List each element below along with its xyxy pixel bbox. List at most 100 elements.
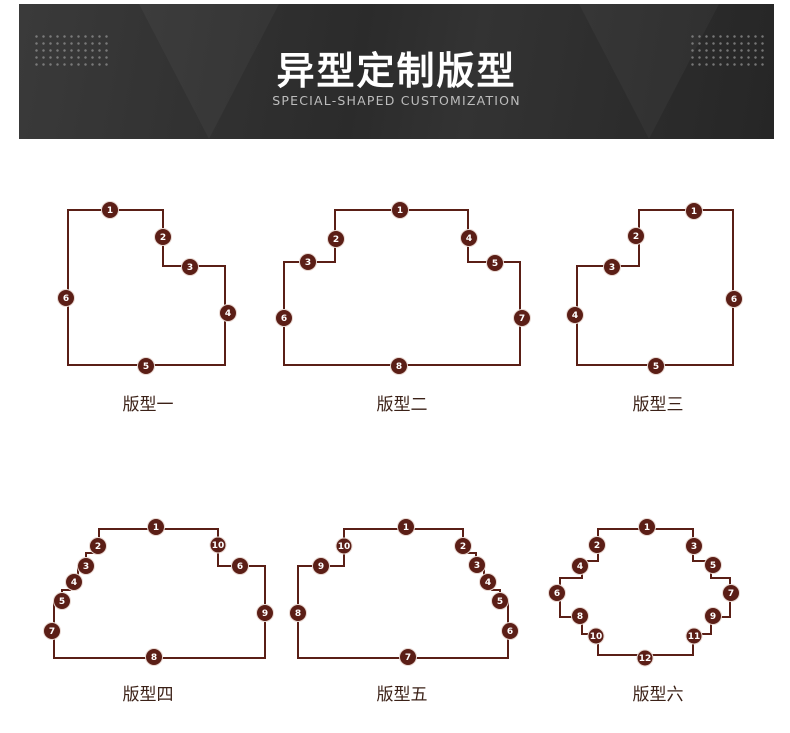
edge-marker: 2 — [588, 536, 606, 554]
marker-label: 4 — [466, 234, 472, 244]
marker-dot — [53, 592, 71, 610]
header-banner: 异型定制版型 SPECIAL-SHAPED CUSTOMIZATION — [19, 4, 774, 139]
dot-pattern-right — [689, 33, 767, 69]
marker-dot — [209, 536, 227, 554]
edge-marker: 1 — [101, 201, 119, 219]
marker-label: 4 — [225, 309, 231, 319]
marker-label: 8 — [396, 362, 402, 372]
marker-label: 2 — [333, 235, 339, 245]
marker-dot — [460, 229, 478, 247]
marker-dot — [145, 648, 163, 666]
marker-label: 10 — [338, 542, 351, 552]
edge-marker: 6 — [548, 584, 566, 602]
marker-label: 10 — [590, 632, 603, 642]
layout-caption-6: 版型六 — [633, 685, 684, 705]
marker-dot — [289, 604, 307, 622]
marker-dot — [454, 537, 472, 555]
layout-outline-1 — [67, 209, 226, 366]
marker-label: 6 — [237, 562, 243, 572]
edge-marker: 2 — [154, 228, 172, 246]
marker-dot — [468, 556, 486, 574]
marker-dot — [89, 537, 107, 555]
marker-label: 1 — [403, 523, 409, 533]
marker-label: 3 — [187, 263, 193, 273]
marker-label: 1 — [397, 206, 403, 216]
marker-dot — [327, 230, 345, 248]
marker-label: 5 — [143, 362, 149, 372]
edge-marker: 6 — [275, 309, 293, 327]
marker-dot — [685, 537, 703, 555]
marker-dot — [154, 228, 172, 246]
marker-dot — [219, 304, 237, 322]
marker-dot — [638, 518, 656, 536]
edge-marker: 8 — [289, 604, 307, 622]
marker-label: 3 — [691, 542, 697, 552]
marker-dot — [627, 227, 645, 245]
marker-dot — [571, 607, 589, 625]
marker-dot — [603, 258, 621, 276]
marker-dot — [390, 357, 408, 375]
marker-dot — [685, 627, 703, 645]
layout-outline-2 — [283, 209, 521, 366]
edge-marker: 11 — [685, 627, 703, 645]
marker-dot — [704, 607, 722, 625]
marker-dot — [479, 573, 497, 591]
edge-marker: 7 — [513, 309, 531, 327]
edge-marker: 7 — [43, 622, 61, 640]
marker-dot — [77, 557, 95, 575]
marker-label: 2 — [633, 232, 639, 242]
edge-marker: 4 — [566, 306, 584, 324]
edge-marker: 8 — [145, 648, 163, 666]
marker-dot — [231, 557, 249, 575]
marker-label: 3 — [609, 263, 615, 273]
marker-dot — [335, 537, 353, 555]
layout-caption-4: 版型四 — [123, 685, 174, 705]
marker-label: 3 — [83, 562, 89, 572]
marker-dot — [491, 592, 509, 610]
edge-marker: 2 — [89, 537, 107, 555]
edge-marker: 1 — [397, 518, 415, 536]
edge-marker: 6 — [231, 557, 249, 575]
marker-dot — [147, 518, 165, 536]
marker-label: 2 — [160, 233, 166, 243]
edge-marker: 9 — [704, 607, 722, 625]
marker-label: 1 — [644, 523, 650, 533]
marker-label: 9 — [710, 612, 716, 622]
marker-dot — [548, 584, 566, 602]
edge-marker: 3 — [468, 556, 486, 574]
dot-pattern-left — [33, 33, 111, 69]
page-subtitle: SPECIAL-SHAPED CUSTOMIZATION — [272, 93, 521, 108]
edge-marker: 2 — [627, 227, 645, 245]
marker-dot — [722, 584, 740, 602]
marker-label: 4 — [577, 562, 583, 572]
marker-dot — [397, 518, 415, 536]
marker-label: 5 — [492, 259, 498, 269]
marker-label: 6 — [281, 314, 287, 324]
edge-marker: 4 — [479, 573, 497, 591]
marker-dot — [571, 557, 589, 575]
layout-caption-1: 版型一 — [123, 395, 174, 415]
marker-dot — [588, 536, 606, 554]
page-title: 异型定制版型 — [276, 49, 517, 93]
marker-dot — [636, 649, 654, 667]
edge-marker: 6 — [725, 290, 743, 308]
edge-marker: 10 — [587, 627, 605, 645]
marker-label: 6 — [731, 295, 737, 305]
marker-label: 2 — [460, 542, 466, 552]
marker-label: 7 — [728, 589, 734, 599]
marker-label: 3 — [305, 258, 311, 268]
marker-label: 2 — [95, 542, 101, 552]
edge-marker: 5 — [137, 357, 155, 375]
edge-marker: 7 — [722, 584, 740, 602]
edge-marker: 12 — [636, 649, 654, 667]
edge-marker: 4 — [219, 304, 237, 322]
edge-marker: 2 — [327, 230, 345, 248]
marker-dot — [486, 254, 504, 272]
marker-label: 4 — [485, 578, 491, 588]
marker-dot — [43, 622, 61, 640]
edge-marker: 1 — [638, 518, 656, 536]
marker-label: 3 — [474, 561, 480, 571]
marker-dot — [57, 289, 75, 307]
marker-label: 7 — [405, 653, 411, 663]
marker-dot — [101, 201, 119, 219]
